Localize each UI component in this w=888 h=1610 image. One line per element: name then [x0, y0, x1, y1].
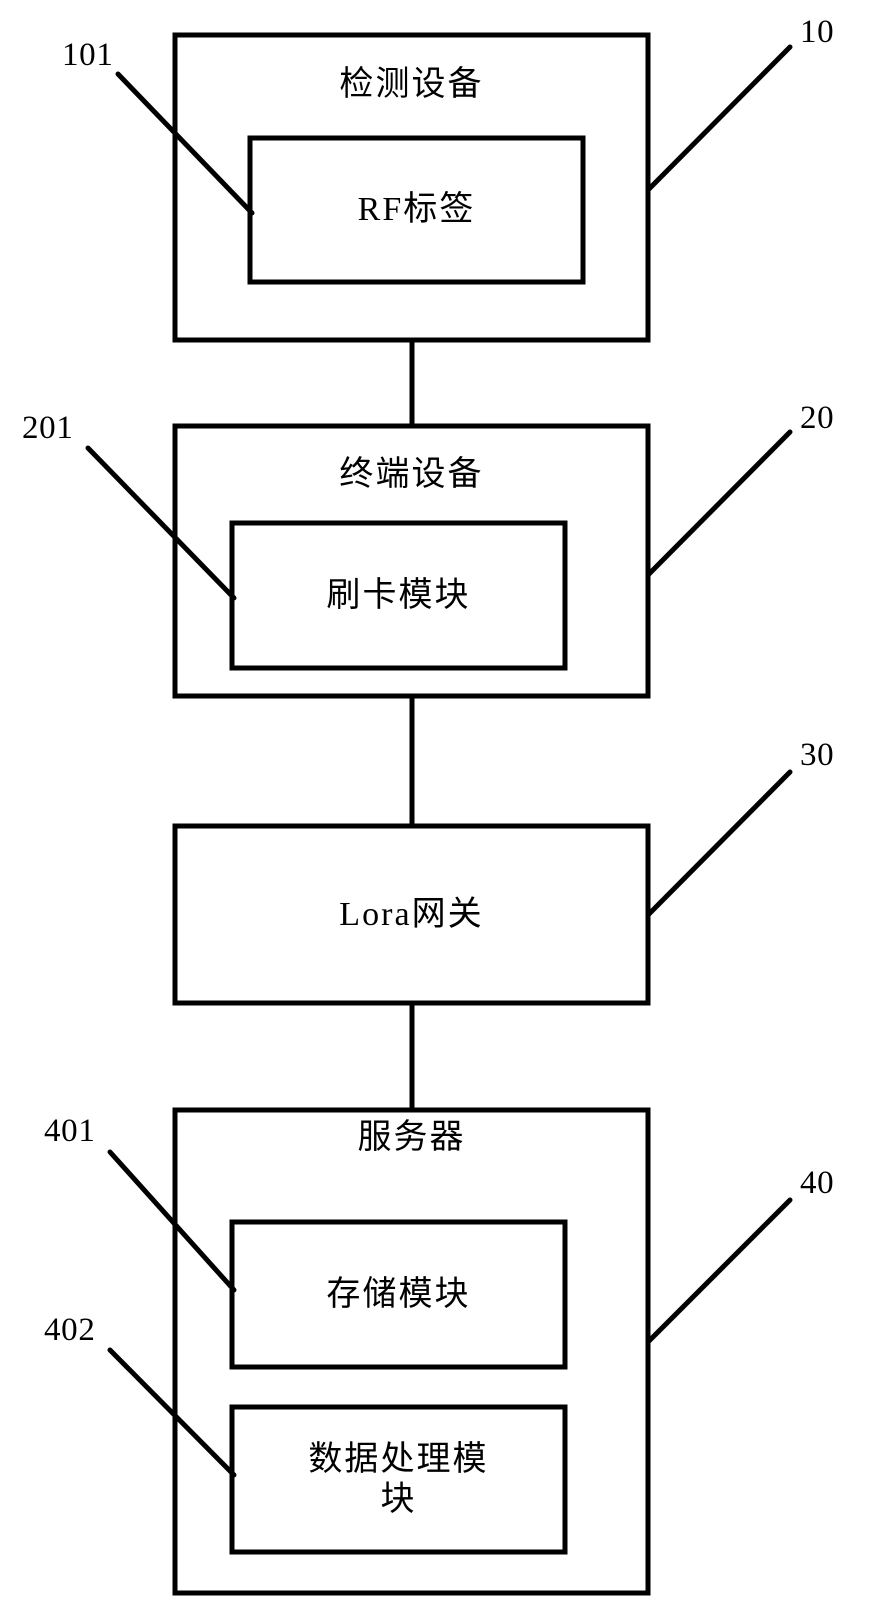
- ref-numeral-101: 101: [62, 37, 114, 73]
- detection-device-box[interactable]: [172, 32, 651, 343]
- storage-module-box[interactable]: [229, 1219, 568, 1370]
- lead-line-201: [85, 445, 237, 601]
- lead-line-30: [645, 769, 793, 918]
- ref-numeral-40: 40: [800, 1165, 835, 1201]
- lora-gateway-box[interactable]: [172, 823, 651, 1006]
- lead-line-10: [645, 44, 793, 193]
- server-box[interactable]: [172, 1107, 651, 1596]
- lead-line-402: [107, 1347, 237, 1478]
- ref-numeral-20: 20: [800, 400, 835, 436]
- ref-numeral-402: 402: [44, 1312, 96, 1348]
- rf-tag-box[interactable]: [247, 135, 586, 285]
- ref-numeral-401: 401: [44, 1113, 96, 1149]
- ref-numeral-201: 201: [22, 410, 74, 446]
- ref-numeral-30: 30: [800, 737, 835, 773]
- lead-line-40: [645, 1197, 793, 1345]
- data-processing-module-box[interactable]: [229, 1404, 568, 1555]
- lead-line-101: [115, 71, 255, 216]
- lead-line-401: [107, 1149, 237, 1293]
- card-swipe-module-box[interactable]: [229, 520, 568, 671]
- lead-line-20: [645, 429, 793, 578]
- terminal-device-box[interactable]: [172, 423, 651, 699]
- ref-numeral-10: 10: [800, 14, 835, 50]
